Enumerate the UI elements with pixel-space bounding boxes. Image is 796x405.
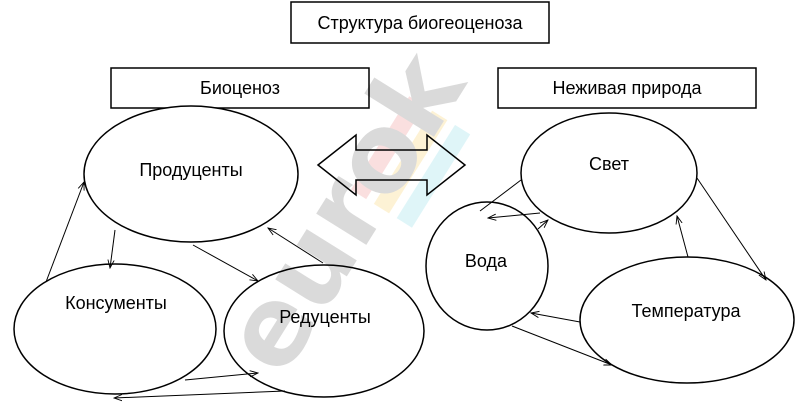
arrow-producers-reducers [192, 244, 258, 281]
arrow-producers-consumers [110, 229, 116, 268]
water-label: Вода [465, 251, 508, 271]
nonliving-label: Неживая природа [553, 78, 703, 98]
reducers-label: Редуценты [279, 307, 371, 327]
producers-ellipse [83, 105, 299, 243]
double-arrow [316, 133, 467, 197]
temperature-ellipse [579, 256, 795, 384]
arrow-water-light [537, 220, 548, 230]
arrow-consumers-producers [45, 182, 84, 283]
light-ellipse [520, 112, 698, 234]
arrow-reducers-producers [268, 228, 324, 264]
arrow-temperature-light [677, 216, 689, 258]
reducers-ellipse [223, 264, 425, 398]
title-box [290, 1, 550, 44]
title-text: Структура биогеоценоза [317, 13, 523, 33]
biocenosis-box [110, 67, 370, 109]
water-ellipse [425, 201, 549, 331]
temperature-label: Температура [631, 301, 741, 321]
arrow-temperature-water [531, 313, 581, 323]
arrow-reducers-consumers [114, 390, 286, 398]
light-label: Свет [589, 154, 629, 174]
line-light-water [479, 179, 522, 212]
biocenosis-label: Биоценоз [200, 78, 280, 98]
arrow-light-temperature [696, 177, 766, 280]
nonliving-box [497, 67, 757, 109]
arrow-consumers-reducers [184, 373, 258, 381]
consumers-ellipse [13, 263, 217, 395]
producers-label: Продуценты [139, 160, 242, 180]
arrow-water-temperature [511, 325, 612, 366]
arrow-light-water [488, 212, 541, 218]
consumers-label: Консументы [65, 293, 167, 313]
